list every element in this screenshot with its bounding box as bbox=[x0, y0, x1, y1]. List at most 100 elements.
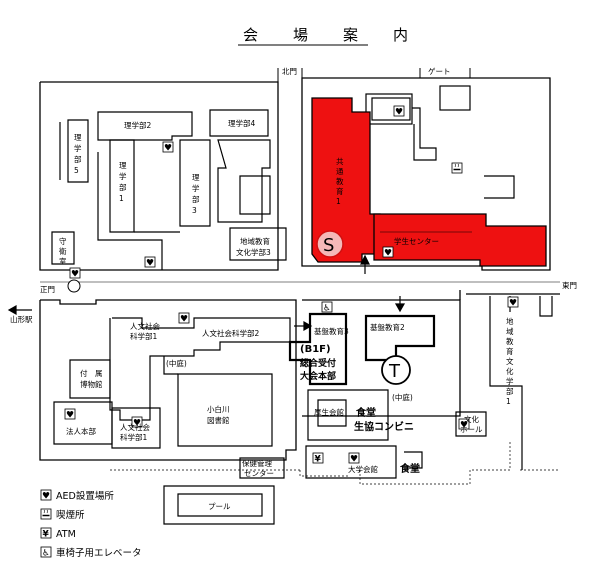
cafeteria-label: 食堂 生協コンビニ bbox=[354, 406, 414, 433]
svg-text:人文社会: 人文社会 bbox=[120, 422, 150, 432]
aed-icon: ♥ bbox=[382, 246, 394, 259]
south-buildings bbox=[53, 296, 553, 525]
legend-item-smoking: 喫煙所 bbox=[40, 508, 85, 521]
svg-text:文化: 文化 bbox=[464, 414, 479, 424]
svg-text:♥: ♥ bbox=[42, 492, 50, 502]
svg-text:♥: ♥ bbox=[71, 270, 79, 280]
east-gate-label: 東門 bbox=[562, 280, 577, 290]
svg-text:教: 教 bbox=[506, 336, 514, 346]
wheelchair-icon: ♿ bbox=[321, 301, 333, 314]
regional1-label: 地 域 教 育 文 化 学 部 1 bbox=[506, 316, 514, 406]
nakaniwa1-label: (中庭) bbox=[166, 358, 187, 368]
svg-text:3: 3 bbox=[192, 206, 197, 215]
nakaniwa2-label: (中庭) bbox=[392, 392, 413, 402]
aed-icon: ♥ bbox=[162, 141, 174, 154]
culture-hall-label: 文化 ホール bbox=[460, 414, 483, 434]
aed-icon: ♥ bbox=[458, 418, 470, 431]
svg-text:守: 守 bbox=[59, 236, 67, 246]
marker-s[interactable]: S bbox=[316, 230, 344, 258]
svg-text:ATM: ATM bbox=[56, 529, 76, 540]
svg-text:T: T bbox=[388, 361, 401, 382]
north-gate-label: 北門 bbox=[282, 67, 297, 76]
kiban3-label: 基盤教育3 bbox=[314, 326, 349, 336]
university-hall-label: 大学会館 bbox=[348, 464, 378, 474]
svg-text:S: S bbox=[323, 235, 334, 256]
legend-item-atm: ¥ ATM bbox=[40, 527, 76, 540]
svg-text:♥: ♥ bbox=[509, 299, 517, 309]
svg-text:人文社会: 人文社会 bbox=[130, 321, 160, 331]
svg-text:部: 部 bbox=[192, 194, 200, 204]
smoking-icon bbox=[40, 508, 52, 520]
svg-text:食堂: 食堂 bbox=[355, 406, 376, 419]
svg-text:学: 学 bbox=[74, 143, 82, 153]
svg-text:♥: ♥ bbox=[384, 249, 392, 259]
guard-room-label: 守 衛 室 bbox=[59, 236, 67, 266]
arrows bbox=[7, 254, 406, 332]
svg-text:室: 室 bbox=[59, 256, 67, 266]
south-campus bbox=[39, 290, 560, 461]
north-campus bbox=[39, 77, 551, 271]
dashed-boundaries bbox=[110, 440, 560, 485]
svg-text:ホール: ホール bbox=[460, 425, 483, 434]
svg-text:♥: ♥ bbox=[66, 411, 74, 421]
map-title: 会 場 案 内 bbox=[243, 26, 418, 44]
regional3-label: 地域教育 文化学部3 bbox=[236, 236, 271, 257]
gakusei-center-building[interactable] bbox=[373, 213, 547, 267]
smoking-icon bbox=[451, 162, 463, 174]
svg-text:小白川: 小白川 bbox=[207, 404, 230, 414]
svg-text:部: 部 bbox=[74, 154, 82, 164]
svg-text:部: 部 bbox=[506, 386, 514, 396]
aed-icons: ♥ ♥ ♥ ♥ ♥ ♥ ♥ ♥ ♥ ♥ ♥ bbox=[64, 105, 519, 465]
svg-text:♥: ♥ bbox=[133, 419, 141, 429]
science5-label: 理 学 部 5 bbox=[74, 133, 82, 175]
aed-icon: ♥ bbox=[40, 489, 52, 502]
svg-text:大会本部: 大会本部 bbox=[300, 370, 336, 382]
svg-text:科学部1: 科学部1 bbox=[120, 432, 147, 442]
aed-icon: ♥ bbox=[144, 256, 156, 269]
svg-text:♥: ♥ bbox=[395, 108, 403, 118]
science3-label: 理 学 部 3 bbox=[192, 173, 200, 215]
svg-text:図書館: 図書館 bbox=[207, 415, 230, 425]
svg-text:地域教育: 地域教育 bbox=[240, 236, 270, 246]
svg-text:喫煙所: 喫煙所 bbox=[56, 509, 85, 521]
gakusei-center-label: 学生センター bbox=[394, 236, 439, 246]
kiban-kyoiku-3-building[interactable] bbox=[288, 312, 348, 386]
welfare-label: 厚生会館 bbox=[314, 407, 344, 417]
aed-icon: ♥ bbox=[393, 105, 405, 118]
svg-text:1: 1 bbox=[336, 197, 341, 206]
aed-icon: ♥ bbox=[69, 267, 81, 280]
svg-text:学: 学 bbox=[506, 376, 514, 386]
svg-text:付 属: 付 属 bbox=[80, 368, 103, 378]
svg-text:学: 学 bbox=[119, 171, 127, 181]
svg-text:博物館: 博物館 bbox=[80, 379, 103, 389]
svg-text:センター: センター bbox=[244, 469, 274, 478]
main-gate-label: 正門 bbox=[40, 285, 55, 294]
svg-text:理: 理 bbox=[74, 133, 82, 142]
gate-label: ゲート bbox=[428, 67, 451, 76]
svg-text:科学部1: 科学部1 bbox=[130, 331, 157, 341]
cafeteria2-label: 食堂 bbox=[399, 462, 420, 475]
svg-text:♿: ♿ bbox=[323, 304, 331, 314]
svg-text:育: 育 bbox=[506, 346, 514, 356]
legend-item-wheelchair: ♿ 車椅子用エレベータ bbox=[40, 546, 142, 559]
svg-text:理: 理 bbox=[119, 161, 127, 170]
humanities1-label: 人文社会 科学部1 bbox=[130, 321, 160, 341]
svg-text:総合受付: 総合受付 bbox=[300, 357, 336, 369]
svg-text:生協コンビニ: 生協コンビニ bbox=[354, 420, 414, 433]
svg-text:♥: ♥ bbox=[350, 455, 358, 465]
svg-text:部: 部 bbox=[119, 182, 127, 192]
svg-text:育: 育 bbox=[336, 186, 344, 196]
svg-text:車椅子用エレベータ: 車椅子用エレベータ bbox=[56, 547, 142, 559]
svg-text:♥: ♥ bbox=[180, 315, 188, 325]
kiban2-label: 基盤教育2 bbox=[370, 322, 405, 332]
reception-label: 総合受付 大会本部 bbox=[300, 357, 336, 382]
svg-text:域: 域 bbox=[506, 326, 514, 336]
library-label: 小白川 図書館 bbox=[207, 404, 230, 425]
north-east-buildings bbox=[349, 85, 515, 200]
health-center-label: 保健管理 センター bbox=[242, 458, 274, 478]
atm-icon: ¥ bbox=[312, 452, 324, 465]
svg-text:保健管理: 保健管理 bbox=[242, 458, 272, 468]
marker-t[interactable]: T bbox=[381, 346, 411, 385]
svg-text:¥: ¥ bbox=[43, 530, 50, 540]
svg-text:AED設置場所: AED設置場所 bbox=[56, 490, 114, 502]
